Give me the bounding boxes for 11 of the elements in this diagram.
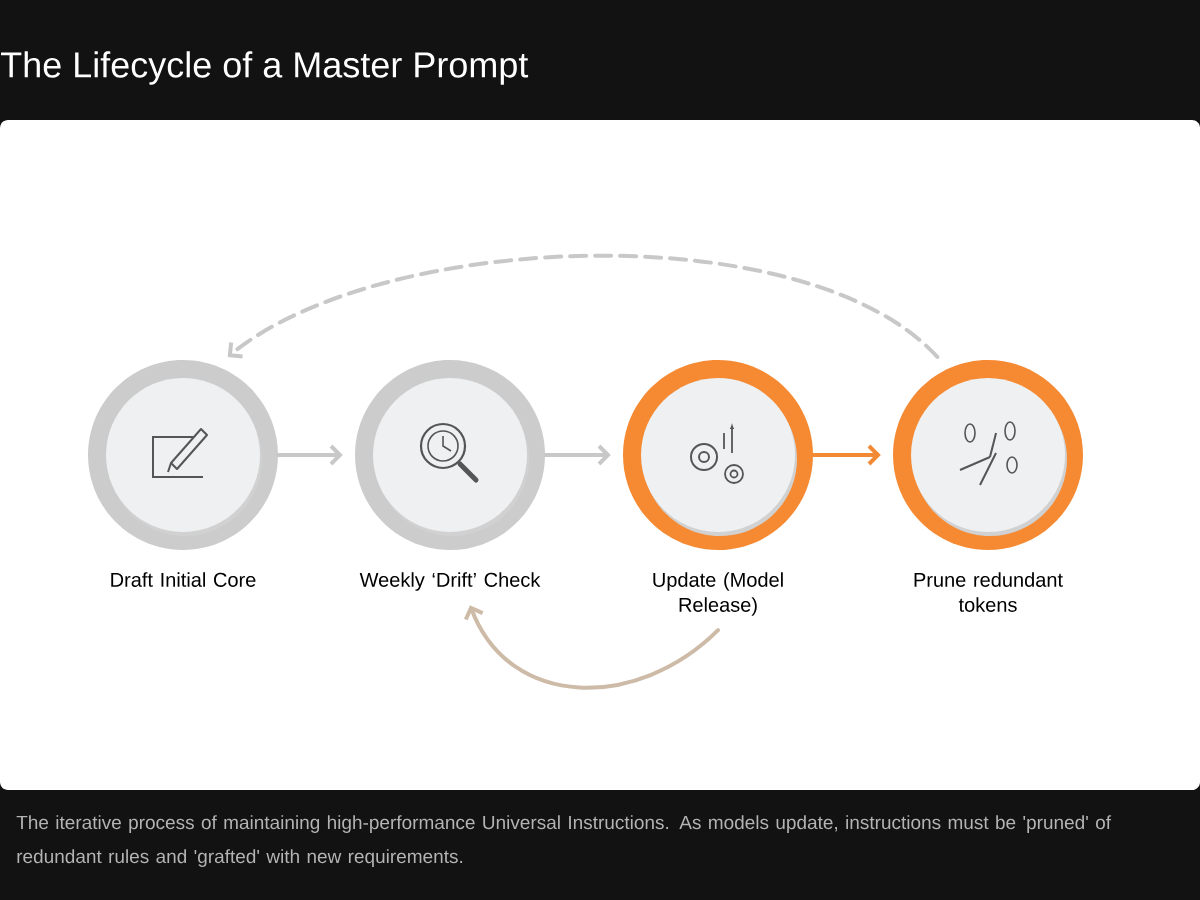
arrow <box>543 444 611 466</box>
step-label: Draft Initial Core <box>111 572 256 587</box>
title: The Lifecycle of a Master Prompt <box>1 51 529 85</box>
arrow <box>276 444 343 466</box>
step-label: Weekly ‘Drift’ Check <box>359 572 541 591</box>
arrow <box>811 444 881 466</box>
arrow <box>227 253 940 359</box>
step-label: Update (Model Release) <box>653 572 783 616</box>
arrow <box>464 605 720 690</box>
step-label: Prune redundant tokens <box>914 572 1063 612</box>
caption: The iterative process of maintaining high-performance Universal Instructions. As models update, instructions must be 'pruned' of redundant rules and 'grafted' with new requirements. <box>16 815 1112 867</box>
